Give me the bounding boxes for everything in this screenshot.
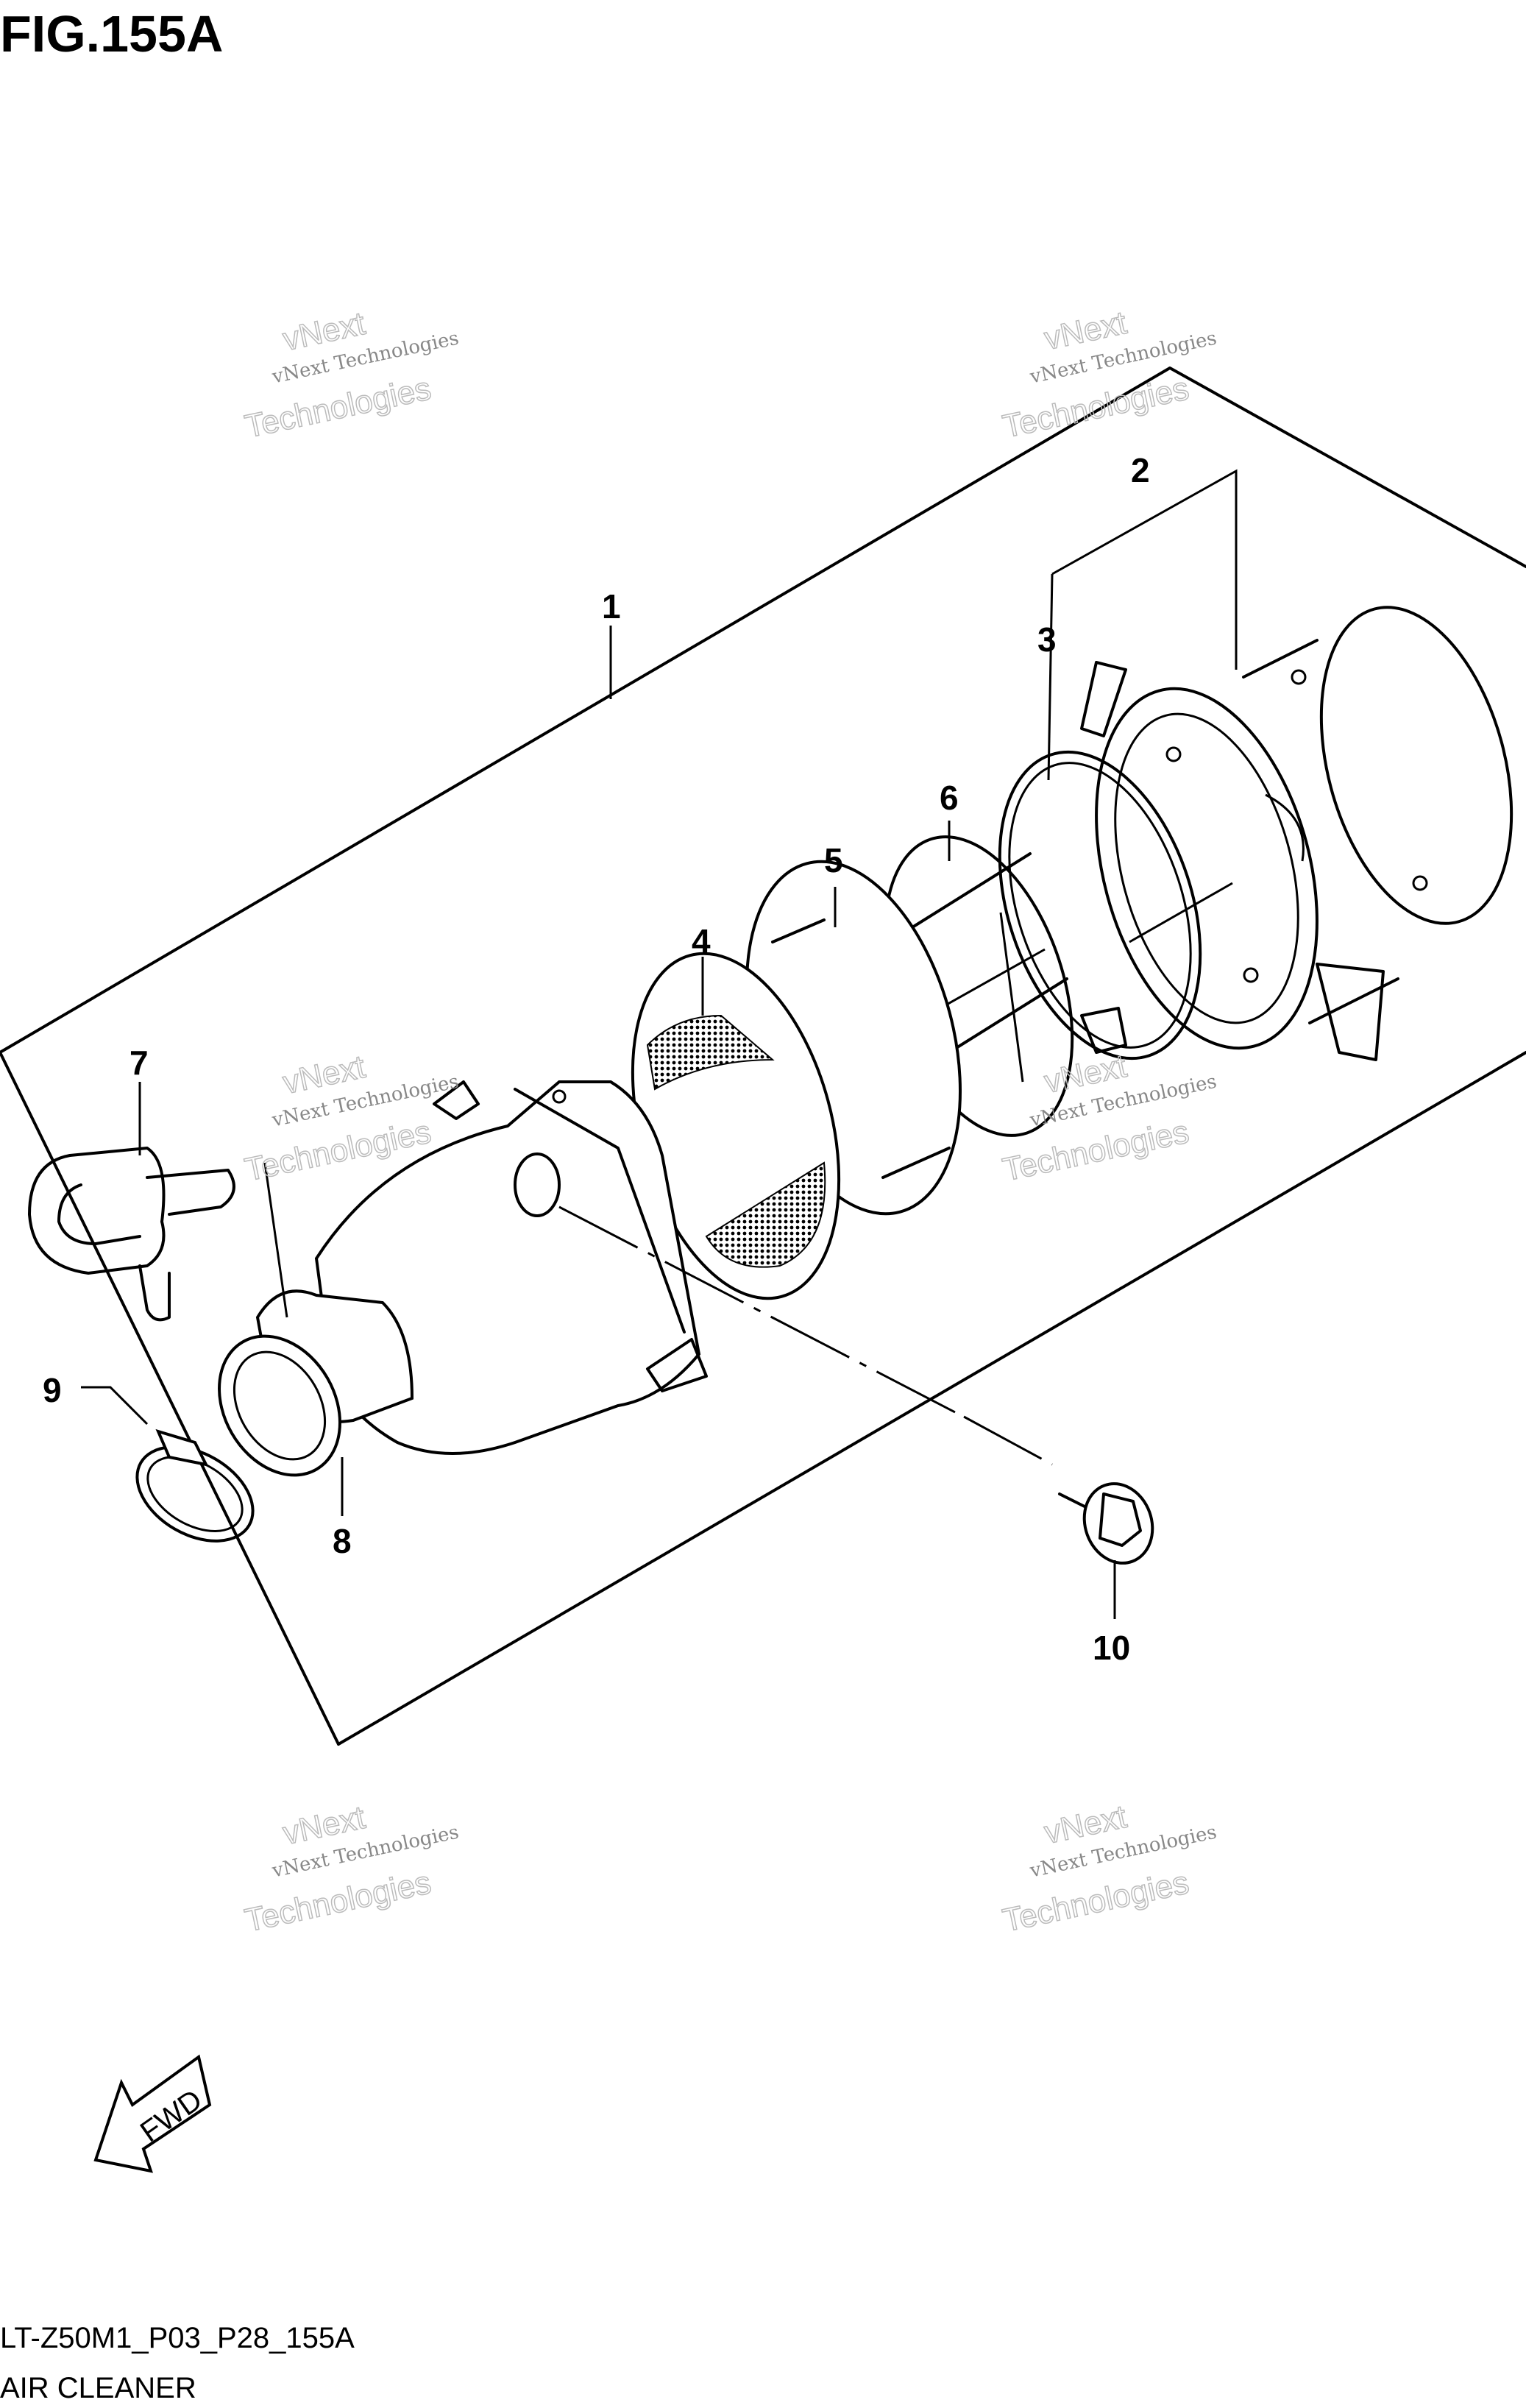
svg-text:Technologies: Technologies	[1000, 370, 1192, 445]
hose-clamp	[135, 1428, 255, 1543]
callout-8: 8	[333, 1522, 352, 1560]
callout-6: 6	[940, 779, 959, 817]
figure-caption: AIR CLEANER	[0, 2372, 196, 2404]
callout-9: 9	[43, 1371, 62, 1409]
intake-boot	[218, 1334, 341, 1477]
callout-3: 3	[1037, 620, 1057, 659]
watermark-bottom-right: vNext vNext Technologies Technologies	[999, 1798, 1218, 1939]
svg-text:Technologies: Technologies	[1000, 1113, 1192, 1188]
callout-1: 1	[602, 587, 621, 626]
watermark-top-right: vNext vNext Technologies Technologies	[999, 304, 1218, 445]
svg-text:Technologies: Technologies	[242, 370, 434, 445]
figure-title: FIG.155A	[0, 5, 223, 63]
air-cleaner-case	[1080, 606, 1513, 1061]
callout-2: 2	[1131, 451, 1150, 489]
svg-text:Technologies: Technologies	[242, 1864, 434, 1938]
bolt	[1058, 1482, 1154, 1565]
fwd-arrow-icon: FWD	[93, 2054, 212, 2173]
figure-code: LT-Z50M1_P03_P28_155A	[0, 2322, 355, 2354]
callout-7: 7	[129, 1044, 149, 1082]
leader-lines	[81, 469, 1238, 1619]
svg-text:Technologies: Technologies	[1000, 1864, 1192, 1938]
callout-4: 4	[692, 922, 711, 960]
watermark-mid-right: vNext vNext Technologies Technologies	[999, 1047, 1218, 1189]
watermark-top-left: vNext vNext Technologies Technologies	[241, 305, 461, 445]
seal-ring	[998, 750, 1202, 1060]
callout-10: 10	[1093, 1629, 1130, 1667]
mesh-screen	[631, 952, 841, 1300]
bolt-axis-line	[558, 1205, 1053, 1466]
assembly-outline	[0, 366, 1526, 1746]
watermark-bottom-left: vNext vNext Technologies Technologies	[241, 1799, 461, 1939]
callout-5: 5	[824, 841, 843, 879]
drain-tube	[28, 1147, 235, 1322]
